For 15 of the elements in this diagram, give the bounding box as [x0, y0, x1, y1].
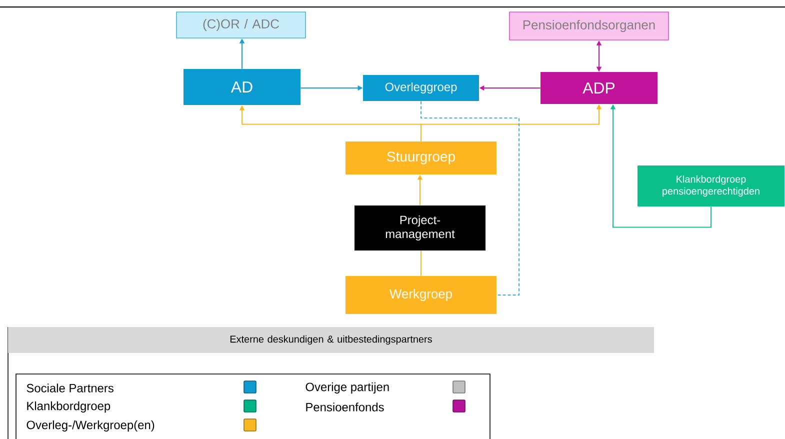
group-box: ADP [540, 72, 658, 104]
group-box: AD [184, 69, 300, 105]
legend-label: Overleg-/Werkgroep(en) [26, 420, 154, 432]
group-box: Pensioenfondsorganen [509, 12, 669, 40]
group-box: Stuurgroep [346, 142, 496, 174]
band: Externe deskundigen & uitbestedingspartners [8, 327, 654, 353]
group-box: Werkgroep [346, 276, 496, 314]
legend-label: Overige partijen [306, 382, 389, 394]
legend-label: Klankbordgroep [27, 401, 110, 413]
group-box: (C)OR / ADC [176, 12, 306, 38]
group-box: Project- management [354, 206, 486, 250]
group-box: Klankbordgroep pensioengerechtigden [638, 166, 784, 206]
legend-label: Pensioenfonds [306, 402, 384, 412]
legend-label: Sociale Partners [26, 384, 114, 392]
group-box: Overleggroep [363, 75, 479, 101]
